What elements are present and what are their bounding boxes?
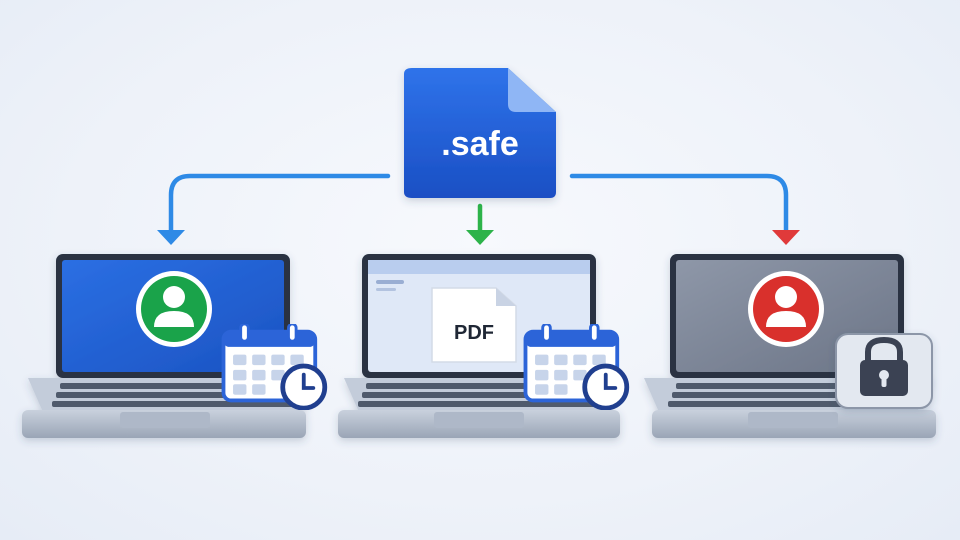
arrow-to-left-laptop	[157, 173, 391, 245]
file-extension-label: .safe	[441, 125, 519, 163]
calendar-clock-icon	[525, 324, 626, 408]
calendar-clock-icon	[223, 324, 324, 408]
arrow-to-middle-laptop	[466, 203, 494, 245]
arrow-to-right-laptop	[569, 173, 800, 245]
pdf-document-icon: PDF	[431, 287, 517, 363]
pdf-label: PDF	[454, 322, 494, 344]
padlock-icon	[835, 333, 933, 409]
user-avatar-red-icon	[748, 271, 824, 347]
safe-file-icon: .safe	[404, 68, 556, 198]
user-avatar-green-icon	[136, 271, 212, 347]
